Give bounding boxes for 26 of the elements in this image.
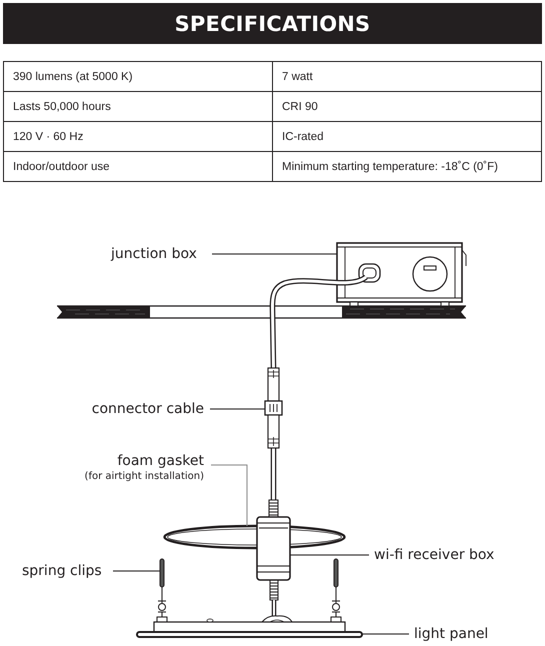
- spec-item: CRI 90: [272, 92, 542, 122]
- spec-item: 120 V · 60 Hz: [4, 122, 272, 152]
- spring-clip: [156, 558, 168, 622]
- spec-item: Minimum starting temperature: -18˚C (0˚F): [272, 152, 542, 182]
- part-label: spring clips: [22, 562, 102, 580]
- spec-item: 390 lumens (at 5000 K): [4, 62, 272, 92]
- receiver-box: [256, 500, 291, 600]
- spec-item: 7 watt: [272, 62, 542, 92]
- spec-item: Lasts 50,000 hours: [4, 92, 272, 122]
- leader-line: [290, 554, 370, 556]
- light-panel: [136, 600, 363, 638]
- part-label: junction box: [111, 245, 197, 263]
- part-label: wi-fi receiver box: [374, 546, 494, 564]
- leader-line: [210, 408, 266, 410]
- title: SPECIFICATIONS: [174, 12, 370, 36]
- spec-item: Indoor/outdoor use: [4, 152, 272, 182]
- leader-line: [210, 464, 248, 526]
- spec-item: IC-rated: [272, 122, 542, 152]
- leader-line: [112, 570, 160, 572]
- foam-gasket: [163, 524, 346, 550]
- part-label: connector cable: [92, 400, 204, 418]
- junction-box: [336, 242, 466, 306]
- part-label: light panel: [414, 625, 488, 643]
- part-label: foam gasket: [116, 452, 204, 470]
- part-note: (for airtight installation): [84, 470, 204, 483]
- connector-cable: [264, 274, 368, 500]
